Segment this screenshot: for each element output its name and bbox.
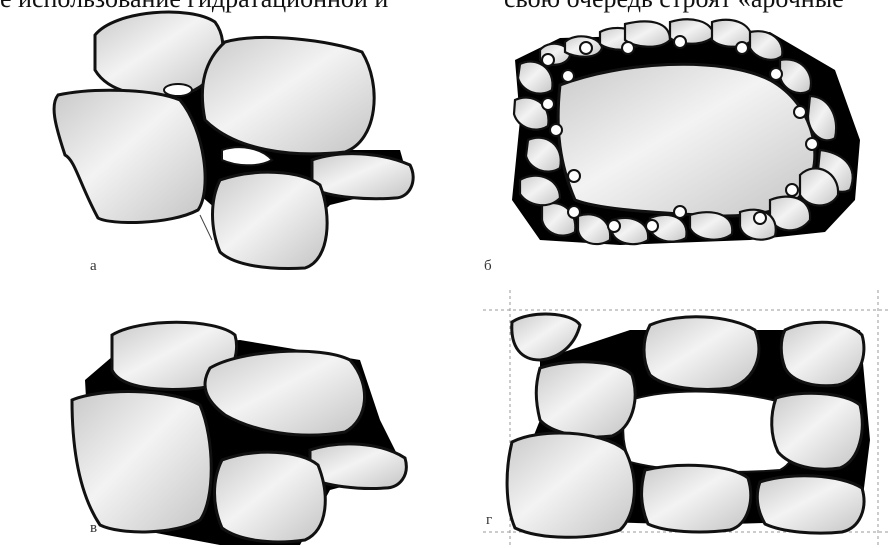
panel-label-v: в <box>90 520 97 537</box>
grain-a4 <box>312 154 413 199</box>
grain-g6 <box>507 433 634 537</box>
grain-a2 <box>202 37 374 153</box>
panel-a <box>54 12 413 268</box>
grain-g3 <box>781 322 864 386</box>
grain-g8 <box>757 476 864 533</box>
panel-g <box>483 290 888 548</box>
grain-v3 <box>72 392 211 532</box>
pore-a1 <box>164 84 192 96</box>
panel-b <box>512 19 860 245</box>
grain-g5 <box>772 393 862 469</box>
grain-g2 <box>644 317 759 390</box>
panel-v <box>72 322 406 545</box>
panel-label-g: г <box>486 512 492 529</box>
grain-v5 <box>215 452 326 542</box>
grain-b-center <box>558 64 815 216</box>
grain-a3 <box>54 90 205 222</box>
pore-g-center <box>623 392 796 472</box>
panel-label-b: б <box>484 258 492 275</box>
grain-g4 <box>536 362 635 437</box>
grain-g7 <box>642 465 751 532</box>
grain-a5 <box>213 172 328 268</box>
panel-label-a: а <box>90 258 97 275</box>
